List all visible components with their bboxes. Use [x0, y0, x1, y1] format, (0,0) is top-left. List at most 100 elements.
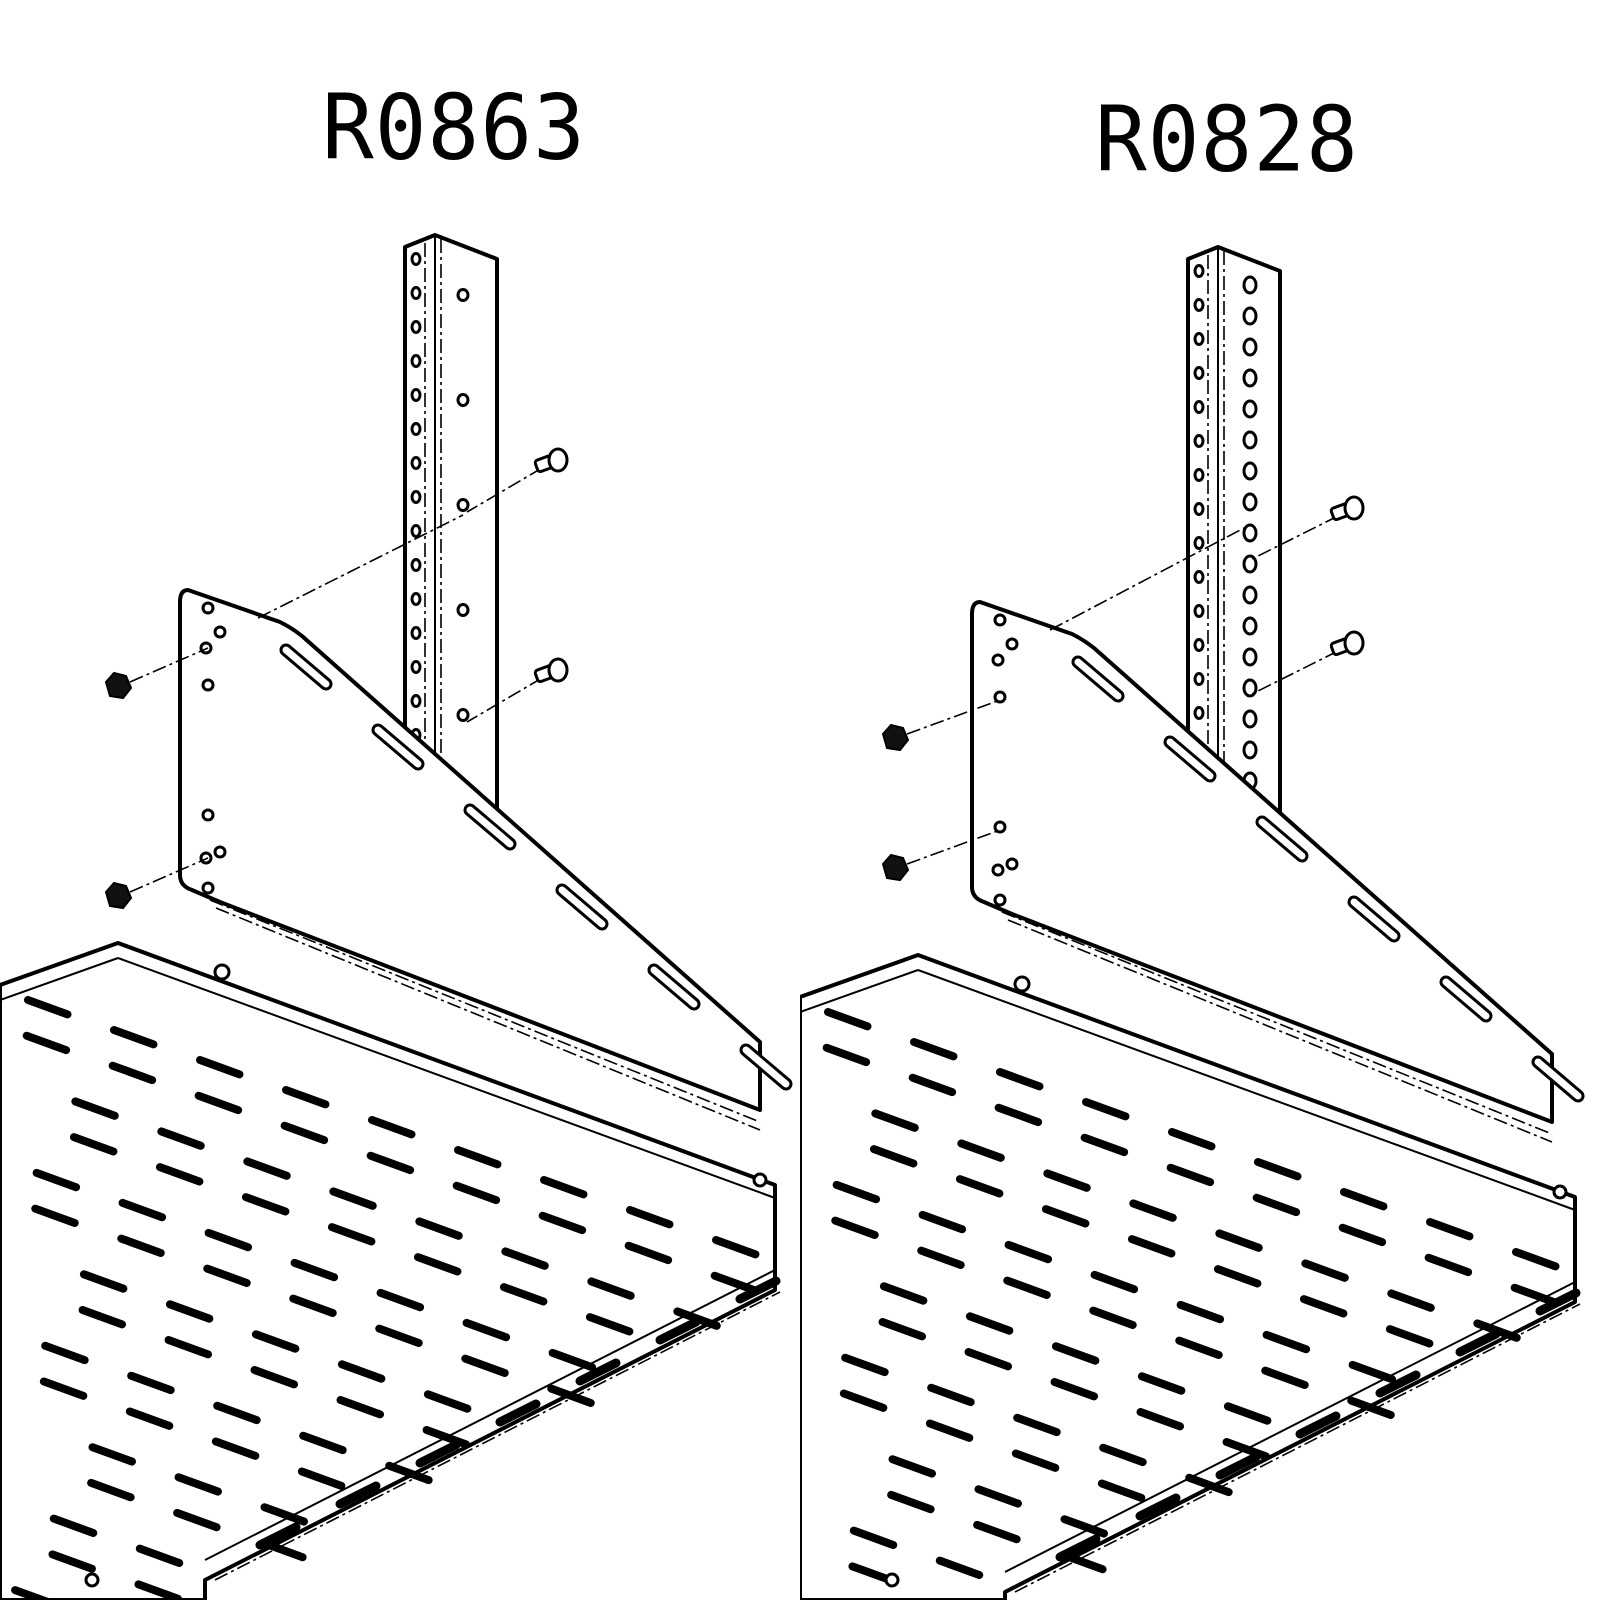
shelf-slot: [1043, 1169, 1091, 1192]
lip-slot: [1055, 1534, 1101, 1562]
post-face-hole: [1242, 740, 1258, 760]
shelf-slot: [375, 1324, 423, 1347]
post-hole: [410, 456, 422, 470]
shelf-slot: [368, 1116, 416, 1139]
shelf-slot: [832, 1180, 881, 1204]
shelf-slot: [878, 1318, 927, 1341]
post-hole: [1193, 400, 1205, 414]
post-face-hole: [1242, 368, 1258, 388]
bracket-hole: [213, 625, 227, 639]
rack-upright-post: [403, 233, 499, 822]
shelf-slot: [1051, 1342, 1100, 1365]
shelf-slot: [587, 1277, 635, 1300]
shelf-slot: [174, 1473, 222, 1496]
shelf-slot: [165, 1300, 214, 1323]
shelf-slot: [710, 1271, 759, 1295]
shelf-slot: [157, 1127, 205, 1150]
gusset-bracket: [970, 600, 1585, 1143]
post-face-hole: [1242, 678, 1258, 698]
shelf-rear-lip: [0, 957, 119, 1001]
hex-bolt: [1343, 495, 1365, 521]
shelf-slot: [48, 1550, 96, 1573]
shelf-slot: [289, 1294, 337, 1317]
post-hole: [410, 660, 422, 674]
shelf-slot: [1301, 1259, 1349, 1282]
post-hole: [410, 252, 422, 266]
shelf-slot: [1340, 1188, 1388, 1211]
bracket-flange-line: [209, 899, 761, 1123]
shelf-slot: [839, 1389, 888, 1412]
post-hole: [1193, 706, 1205, 720]
shelf-slot: [540, 1176, 588, 1199]
assembly-line: [1249, 650, 1339, 696]
shelf-slot: [1059, 1550, 1107, 1574]
shelf-slot: [1512, 1248, 1560, 1271]
shelf-slot: [548, 1348, 597, 1372]
shelf-slot: [935, 1556, 984, 1580]
shelf-slot: [127, 1371, 175, 1395]
bracket-plate: [178, 588, 762, 1112]
figure-r0828: R0828: [800, 0, 1600, 1600]
shelf-slot: [49, 1514, 98, 1538]
shelf-slot: [1090, 1270, 1139, 1294]
hex-nut: [104, 881, 133, 910]
shelf-rivet: [213, 963, 231, 981]
fasteners: [104, 447, 569, 910]
shelf-slot: [996, 1068, 1044, 1091]
post-face-hole: [1242, 461, 1258, 481]
shelf-front-lip: [1004, 1281, 1576, 1573]
shelf-slot: [1254, 1158, 1302, 1181]
post-hole: [1193, 570, 1205, 584]
fasteners: [881, 495, 1365, 882]
post-hole: [1193, 298, 1205, 312]
shelf-slot: [297, 1467, 346, 1490]
post-hole: [1193, 604, 1205, 618]
shelf-slot: [1168, 1128, 1216, 1151]
lip-slot: [1215, 1452, 1261, 1480]
shelf-slot: [1060, 1515, 1108, 1538]
shelf-slot: [1385, 1325, 1434, 1348]
bracket-hole: [991, 863, 1005, 877]
shelf-slot: [1222, 1438, 1271, 1461]
shelf-slot: [1176, 1300, 1225, 1324]
shelf-slot: [211, 1437, 260, 1460]
shelf-slot: [1050, 1378, 1099, 1401]
shelf-slot: [250, 1366, 299, 1389]
bracket-slot-inner: [1442, 978, 1490, 1020]
bracket-slot-inner: [1534, 1058, 1582, 1100]
shelf-slot: [366, 1151, 415, 1175]
bracket-slot-inner: [282, 646, 330, 688]
shelf-slot: [955, 1175, 1004, 1198]
shelf-slot: [260, 1503, 308, 1526]
hex-nut: [104, 671, 133, 700]
shelf-slot: [1011, 1449, 1060, 1472]
shelf-slot: [282, 1086, 330, 1109]
gusset-bracket: [178, 588, 793, 1131]
shelf-slot: [973, 1520, 1021, 1544]
post-hole: [410, 320, 422, 334]
lip-slot: [495, 1399, 541, 1427]
shelf-slot: [71, 1097, 119, 1120]
shelf-slot: [280, 1121, 329, 1145]
shelf-slot: [547, 1384, 595, 1407]
shelf-slot: [462, 1318, 511, 1342]
shelf-slot: [1510, 1283, 1559, 1307]
shelf-slot: [164, 1336, 213, 1359]
assembly-line: [129, 857, 209, 893]
shelf-slot: [1262, 1330, 1311, 1354]
bracket-hole: [1005, 637, 1019, 651]
shelf-slot: [203, 1264, 251, 1287]
shelf-slot: [243, 1157, 291, 1180]
lip-slot: [415, 1440, 461, 1468]
shelf-rivet: [1552, 1184, 1568, 1200]
shelf-slot: [1426, 1218, 1474, 1241]
shelf-slot: [957, 1139, 1005, 1162]
bracket-plate: [970, 600, 1554, 1124]
post-hole: [1193, 536, 1205, 550]
bracket-slot-inner: [558, 886, 606, 928]
assembly-line: [906, 829, 1001, 865]
assembly-drawing: [0, 233, 793, 1600]
shelf-slot: [501, 1247, 549, 1270]
post-hole: [410, 626, 422, 640]
shelf-slot: [125, 1407, 174, 1430]
